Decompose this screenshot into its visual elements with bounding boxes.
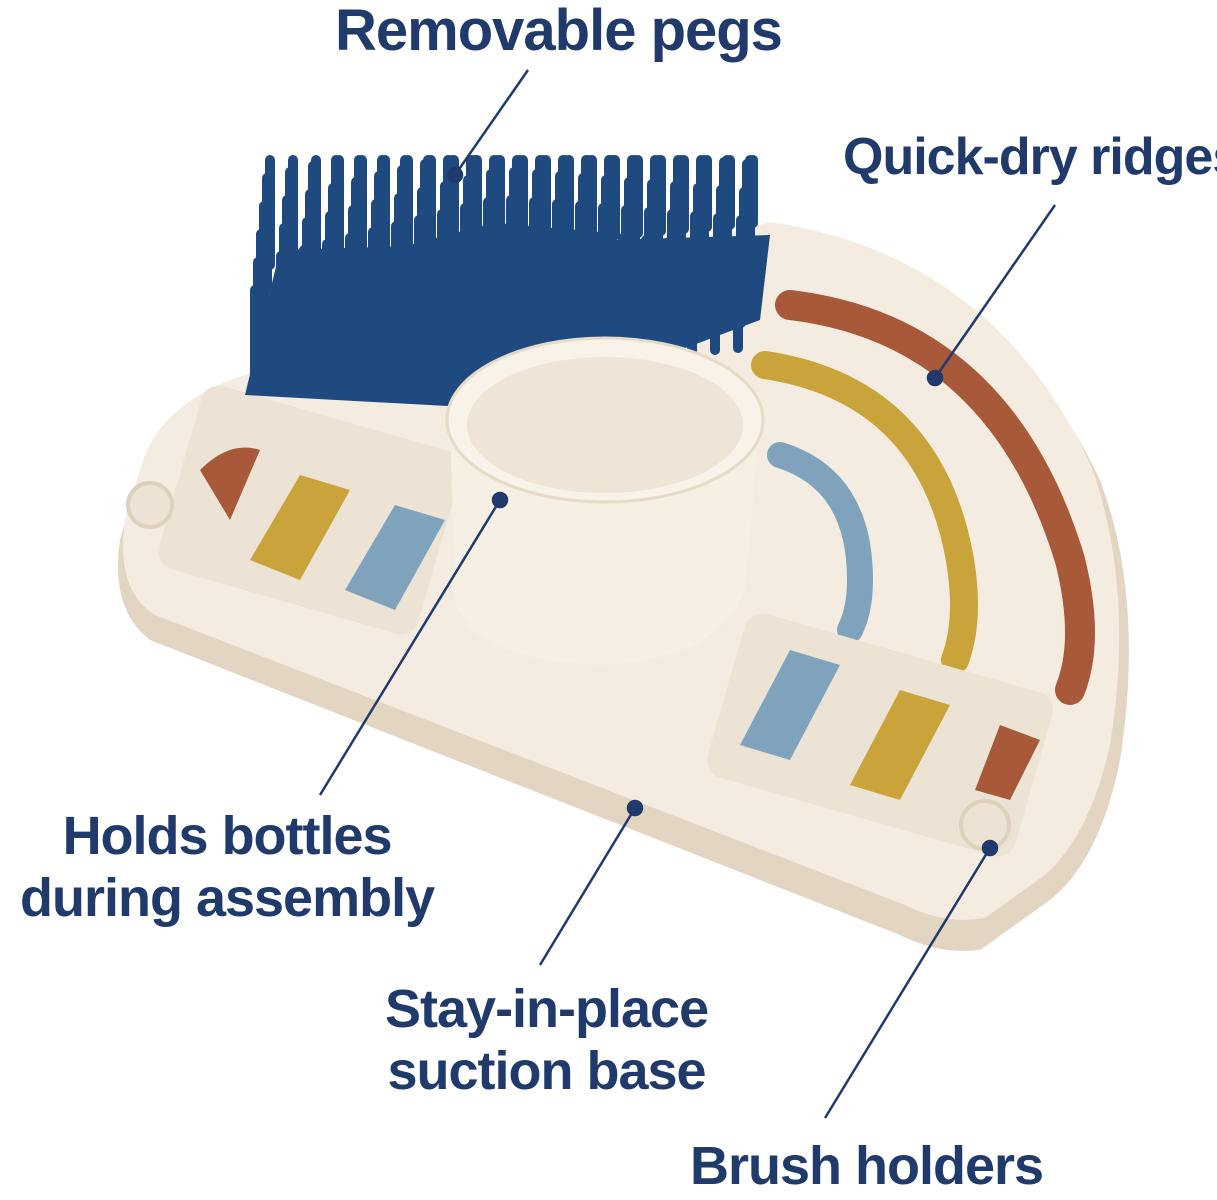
peg xyxy=(403,155,413,258)
peg xyxy=(518,155,528,248)
leader-brush-holders xyxy=(823,847,992,1119)
peg xyxy=(311,155,321,266)
right-brush-slots xyxy=(707,613,1053,857)
peg xyxy=(656,155,666,236)
peg xyxy=(357,155,367,262)
ridge-rust xyxy=(775,290,1095,705)
peg xyxy=(380,155,390,260)
peg xyxy=(288,155,298,268)
peg xyxy=(426,155,436,256)
leader-quick-dry xyxy=(933,204,1057,379)
leader-removable-pegs xyxy=(453,69,530,176)
peg xyxy=(702,155,712,232)
label-quick-dry-ridges: Quick-dry ridges xyxy=(843,128,1217,186)
peg xyxy=(541,155,551,246)
label-holds-bottles: Holds bottles during assembly xyxy=(20,805,435,929)
peg xyxy=(472,155,482,252)
peg xyxy=(587,155,597,242)
peg xyxy=(725,155,735,230)
label-holds-bottles-line2: during assembly xyxy=(20,868,435,929)
peg xyxy=(334,155,344,264)
label-brush-holders: Brush holders xyxy=(690,1136,1044,1196)
peg xyxy=(495,155,505,250)
ridge-blue xyxy=(767,442,874,643)
peg xyxy=(679,155,689,234)
label-stay-in-place-line1: Stay-in-place xyxy=(385,979,709,1039)
ridge-mustard xyxy=(751,351,978,674)
label-stay-in-place-line2: suction base xyxy=(387,1041,707,1102)
removable-pegs xyxy=(250,155,758,395)
label-removable-pegs: Removable pegs xyxy=(335,0,783,63)
bottle-cup xyxy=(445,336,765,665)
peg xyxy=(610,155,620,240)
peg xyxy=(748,155,758,228)
left-brush-slots xyxy=(126,385,462,635)
peg xyxy=(564,155,574,244)
leader-holds-bottles xyxy=(318,499,502,796)
leader-lines xyxy=(318,69,1057,1119)
label-holds-bottles-line1: Holds bottles xyxy=(62,806,393,866)
peg xyxy=(265,155,275,270)
leader-suction-base xyxy=(538,807,637,966)
label-stay-in-place: Stay-in-place suction base xyxy=(385,978,709,1102)
peg xyxy=(633,155,643,238)
